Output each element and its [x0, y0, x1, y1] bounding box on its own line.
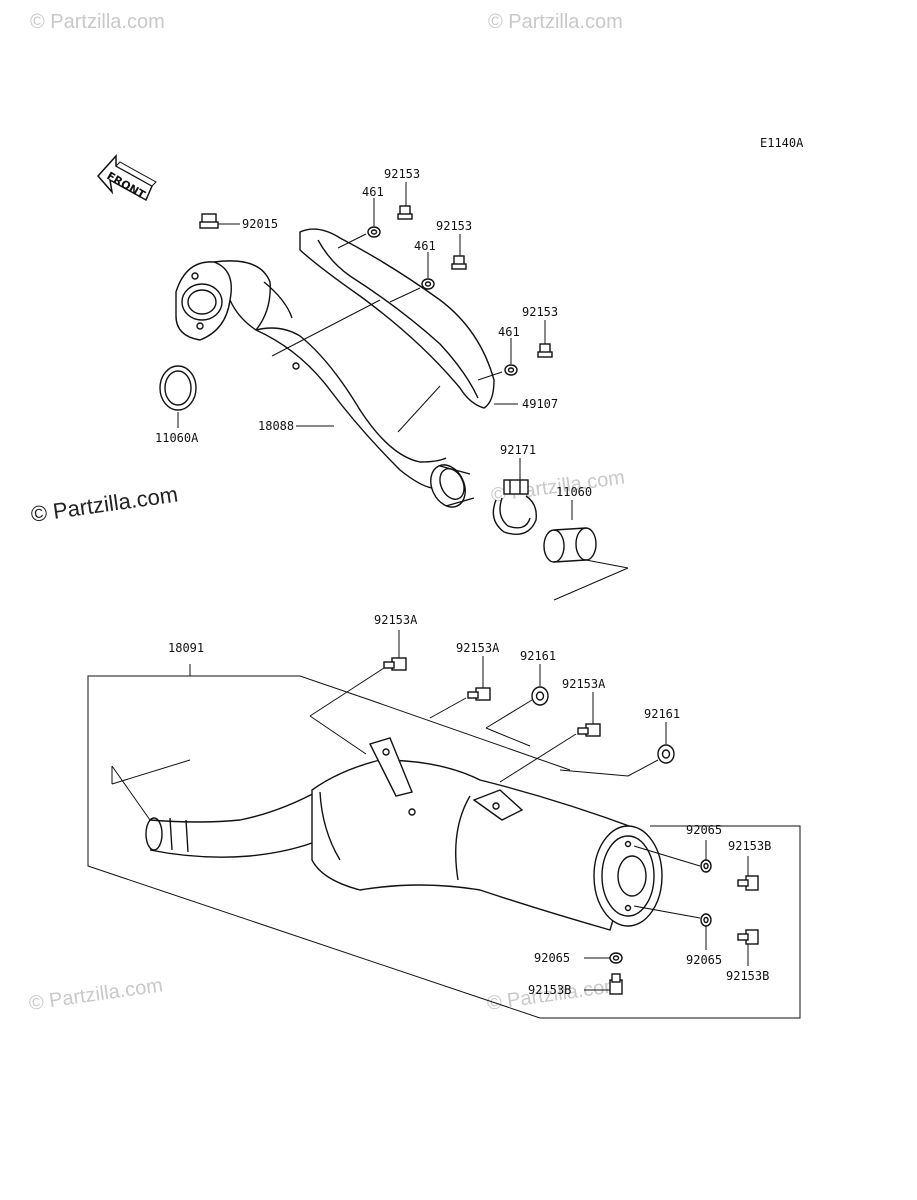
- washer-92065-c: [609, 952, 623, 964]
- label-92065-a: 92065: [686, 823, 722, 837]
- label-92153-a: 92153: [384, 167, 420, 181]
- label-92161-a: 92161: [520, 649, 556, 663]
- watermark-top-left: © Partzilla.com: [30, 11, 165, 33]
- bolt-92153A-a: [383, 657, 407, 671]
- label-92153A-c: 92153A: [562, 677, 606, 691]
- header-pipe-18088: [175, 260, 475, 508]
- label-92161-b: 92161: [644, 707, 680, 721]
- label-92015: 92015: [242, 217, 278, 231]
- label-11060A: 11060A: [155, 431, 199, 445]
- watermark-top-right: © Partzilla.com: [488, 11, 623, 33]
- label-92153B-a: 92153B: [728, 839, 771, 853]
- washer-461-b: [421, 278, 435, 290]
- stud-92015: [199, 213, 240, 229]
- label-18091: 18091: [168, 641, 204, 655]
- label-92153A-b: 92153A: [456, 641, 500, 655]
- label-92171: 92171: [500, 443, 536, 457]
- label-461-b: 461: [414, 239, 436, 253]
- gasket-11060A: [159, 365, 197, 411]
- upper-leader-lines: [177, 182, 629, 601]
- nut-92161-b: [657, 744, 675, 764]
- label-92153B-c: 92153B: [528, 983, 571, 997]
- gasket-11060: [543, 527, 597, 563]
- bolt-92153B-b: [737, 929, 759, 945]
- washer-92065-b: [700, 913, 712, 927]
- muffler-frame-outline: [87, 664, 801, 1019]
- heat-guard-49107: [299, 228, 495, 409]
- lower-leader-lines: [111, 630, 749, 991]
- washer-92065-a: [700, 859, 712, 873]
- label-92153A-a: 92153A: [374, 613, 418, 627]
- bolt-92153-a: [397, 205, 413, 220]
- part-labels: 92015 11060A 18088 461 461 461 92153 921…: [155, 167, 771, 997]
- label-92065-b: 92065: [686, 953, 722, 967]
- front-arrow-icon: FRONT: [96, 154, 157, 202]
- label-461-c: 461: [498, 325, 520, 339]
- clamp-92171: [492, 479, 537, 535]
- label-92153-c: 92153: [522, 305, 558, 319]
- bolt-92153B-c: [609, 973, 623, 995]
- label-92065-c: 92065: [534, 951, 570, 965]
- bolt-92153A-b: [467, 687, 491, 701]
- label-92153-b: 92153: [436, 219, 472, 233]
- label-49107: 49107: [522, 397, 558, 411]
- label-11060: 11060: [556, 485, 592, 499]
- label-461-a: 461: [362, 185, 384, 199]
- label-92153B-b: 92153B: [726, 969, 769, 983]
- bolt-92153-b: [451, 255, 467, 270]
- bolt-92153B-a: [737, 875, 759, 891]
- muffler-18091: [145, 737, 663, 931]
- bolt-92153A-c: [577, 723, 601, 737]
- watermark-main: © Partzilla.com: [29, 482, 179, 527]
- watermark-bottom-left: © Partzilla.com: [28, 974, 165, 1015]
- bolt-92153-c: [537, 343, 553, 358]
- diagram-code: E1140A: [760, 136, 804, 150]
- washer-461-c: [504, 364, 518, 376]
- label-18088: 18088: [258, 419, 294, 433]
- nut-92161-a: [531, 686, 549, 706]
- washer-461-a: [367, 226, 381, 238]
